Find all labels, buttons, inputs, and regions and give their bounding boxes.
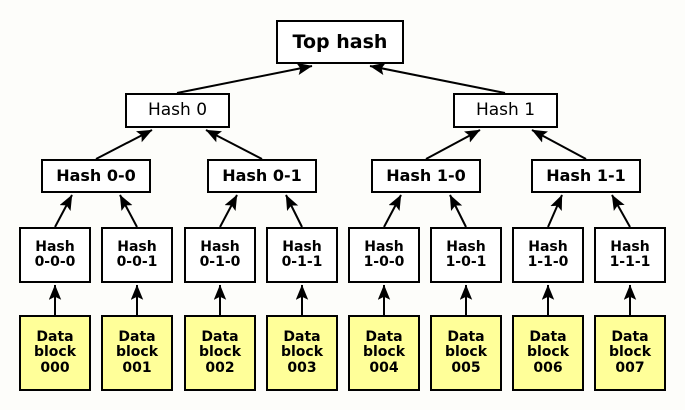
hash-0-1-0-line-2: 0-1-0 [199, 254, 241, 270]
data-block-001-line-1: Data [118, 329, 156, 346]
hash-1-0-line-1: Hash 1-0 [386, 166, 466, 186]
hash-0-0: Hash 0-0 [41, 159, 151, 193]
edge-hash001-to-hash00 [119, 194, 138, 228]
hash-0-1-1-line-2: 0-1-1 [281, 254, 323, 270]
hash-1-0-0-line-1: Hash [364, 238, 404, 255]
data-block-000-line-1: Data [36, 329, 74, 346]
edge-hash100-to-hash10 [383, 194, 402, 228]
hash-1-0: Hash 1-0 [371, 159, 481, 193]
hash-0-1: Hash 0-1 [207, 159, 317, 193]
edge-hash11-to-hash1 [531, 129, 587, 160]
data-block-001-line-3: 001 [122, 359, 152, 376]
hash-0-1-1-line-1: Hash [282, 238, 322, 255]
data-block-005-line-1: Data [447, 329, 485, 346]
hash-0-0-0-line-2: 0-0-0 [34, 254, 76, 270]
edge-hash110-to-hash11 [547, 194, 563, 228]
hash-1-0-0-line-2: 1-0-0 [363, 254, 405, 270]
data-block-005-line-3: 005 [451, 359, 481, 376]
hash-0-1-0-line-1: Hash [200, 238, 240, 255]
hash-1-0-1-line-1: Hash [446, 238, 486, 255]
data-block-004-line-1: Data [365, 329, 403, 346]
data-block-002-line-2: block [198, 344, 242, 361]
hash-1-1-0-line-1: Hash [528, 238, 568, 255]
top-hash-line-1: Top hash [292, 30, 388, 53]
data-block-006-line-1: Data [529, 329, 567, 346]
hash-0-0-0-line-1: Hash [35, 238, 75, 255]
edge-hash011-to-hash01 [285, 194, 303, 228]
edge-hash10-to-hash1 [425, 129, 481, 160]
data-block-006-line-3: 006 [533, 359, 563, 376]
data-block-006-line-2: block [526, 344, 570, 361]
data-block-004-line-2: block [362, 344, 406, 361]
hash-0-0-line-1: Hash 0-0 [56, 166, 136, 186]
hash-1-1: Hash 1-1 [531, 159, 641, 193]
data-block-007-line-3: 007 [615, 359, 645, 376]
hash-1: Hash 1 [453, 93, 558, 128]
edge-hash0-to-top [176, 62, 313, 94]
data-block-000-line-3: 000 [40, 359, 70, 376]
data-block-002-line-3: 002 [205, 359, 235, 376]
hash-1-1-line-1: Hash 1-1 [546, 166, 626, 186]
hash-0: Hash 0 [125, 93, 230, 128]
data-block-003-line-3: 003 [287, 359, 317, 376]
hash-1-1-0-line-2: 1-1-0 [527, 254, 569, 270]
data-block-004-line-3: 004 [369, 359, 399, 376]
data-block-007-line-1: Data [611, 329, 649, 346]
edge-hash000-to-hash00 [54, 194, 73, 228]
top-hash: Top hash [276, 20, 404, 64]
edge-hash101-to-hash10 [449, 194, 467, 228]
data-block-003-line-2: block [280, 344, 324, 361]
edge-hash1-to-top [369, 62, 506, 94]
edge-hash00-to-hash0 [95, 129, 153, 160]
data-block-000-line-2: block [33, 344, 77, 361]
edge-hash010-to-hash01 [219, 194, 238, 228]
hash-1-line-1: Hash 1 [475, 100, 536, 121]
hash-0-0-1-line-1: Hash [117, 238, 157, 255]
edge-hash111-to-hash11 [611, 194, 631, 228]
data-block-003-line-1: Data [283, 329, 321, 346]
data-block-005-line-2: block [444, 344, 488, 361]
data-block-001-line-2: block [115, 344, 159, 361]
data-block-007-line-2: block [608, 344, 652, 361]
edge-hash01-to-hash0 [205, 129, 263, 160]
hash-0-1-line-1: Hash 0-1 [222, 166, 302, 186]
hash-0-line-1: Hash 0 [147, 100, 208, 121]
hash-1-1-1-line-2: 1-1-1 [609, 254, 651, 270]
hash-1-1-1-line-1: Hash [610, 238, 650, 255]
hash-0-0-1-line-2: 0-0-1 [116, 254, 158, 270]
edges-group [48, 62, 637, 315]
hash-1-0-1-line-2: 1-0-1 [445, 254, 487, 270]
data-block-002-line-1: Data [201, 329, 239, 346]
